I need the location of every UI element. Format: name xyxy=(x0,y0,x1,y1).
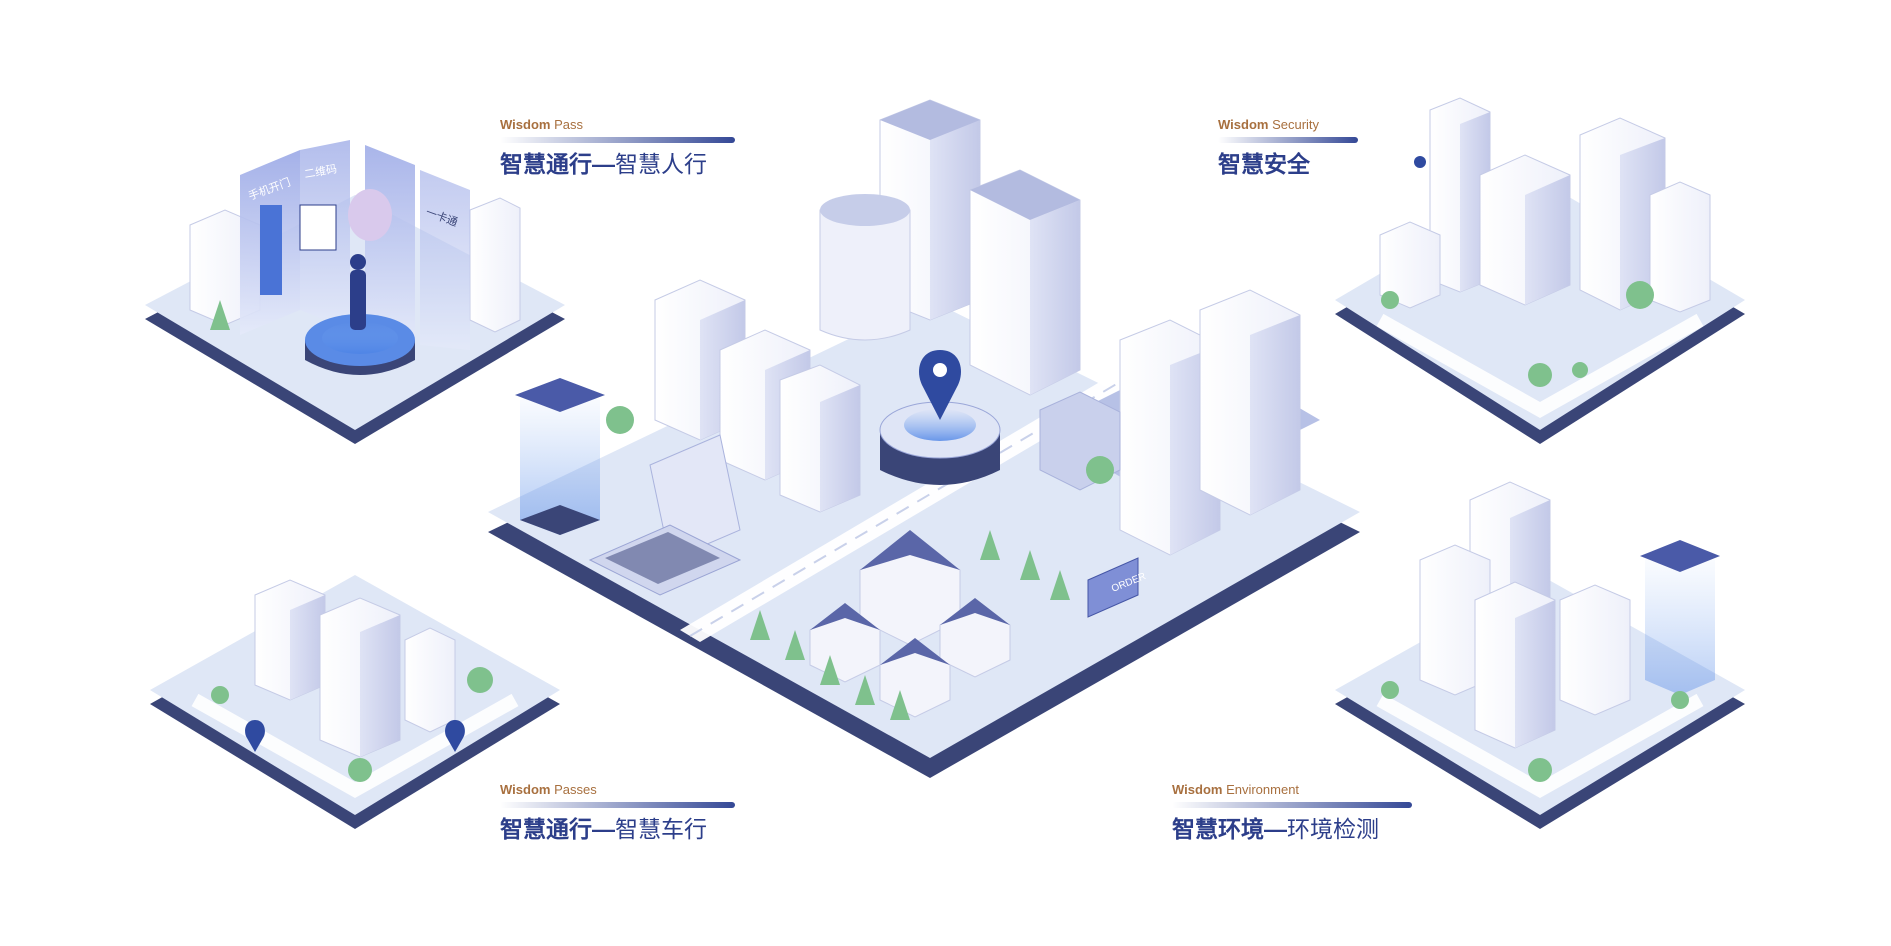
platform-vehicle xyxy=(150,575,560,829)
label-en: Wisdom Security xyxy=(1218,117,1320,132)
platform-pedestrian xyxy=(145,140,565,444)
label-cn: 智慧安全 xyxy=(1218,151,1310,177)
kiosk-left xyxy=(515,378,605,535)
label-cn: 智慧通行—智慧人行 xyxy=(500,151,707,177)
label-en: Wisdom Environment xyxy=(1172,782,1300,797)
laptop-illustration xyxy=(588,434,742,596)
label-wisdom-security: Wisdom Security 智慧安全 xyxy=(1218,117,1358,179)
location-pin-pedestal xyxy=(879,350,1001,485)
center-buildings xyxy=(654,99,1301,718)
accent-bar xyxy=(500,137,735,143)
accent-bar xyxy=(500,802,735,808)
label-wisdom-passes: Wisdom Passes 智慧通行—智慧车行 xyxy=(500,782,735,844)
label-wisdom-pass: Wisdom Pass 智慧通行—智慧人行 xyxy=(500,117,735,179)
panel-mid-text: 二维码 xyxy=(303,162,338,181)
platform-environment xyxy=(1335,481,1745,829)
label-en: Wisdom Pass xyxy=(500,117,583,132)
label-en: Wisdom Passes xyxy=(500,782,597,797)
accent-bar xyxy=(1218,137,1358,143)
platform-security xyxy=(1335,97,1745,444)
label-wisdom-environment: Wisdom Environment 智慧环境—环境检测 xyxy=(1172,782,1412,844)
label-cn: 智慧环境—环境检测 xyxy=(1172,816,1379,842)
order-sign xyxy=(1087,557,1139,618)
accent-bar xyxy=(1172,802,1412,808)
center-trees xyxy=(606,406,1114,720)
label-cn: 智慧通行—智慧车行 xyxy=(500,816,707,842)
